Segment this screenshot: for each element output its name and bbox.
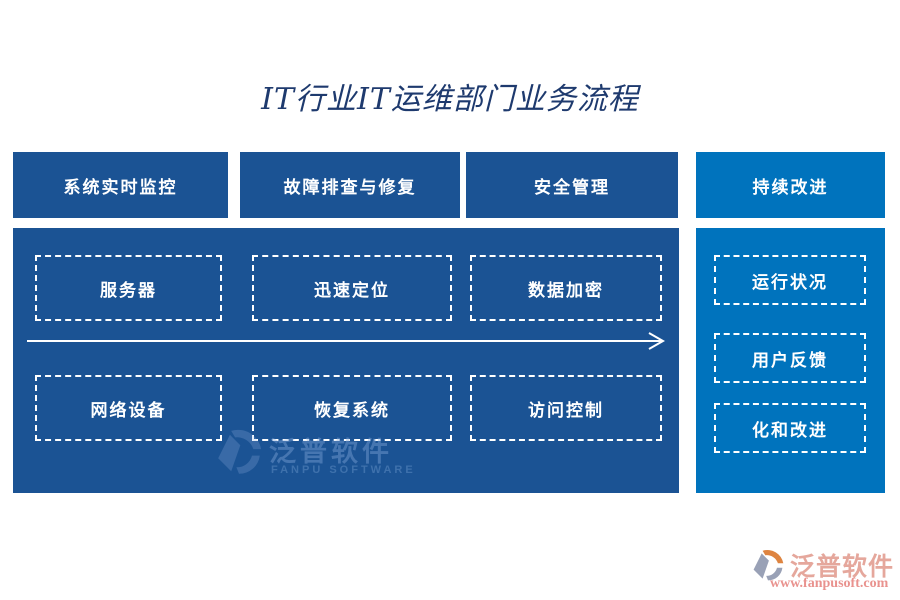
- header-label: 安全管理: [534, 177, 610, 197]
- header-security-management: 安全管理: [466, 152, 678, 218]
- node-access-control: 访问控制: [470, 375, 662, 441]
- node-label: 运行状况: [752, 272, 828, 292]
- vendor-url: www.fanpusoft.com: [770, 576, 889, 591]
- page-title: IT行业IT运维部门业务流程: [261, 82, 639, 117]
- node-user-feedback: 用户反馈: [714, 333, 866, 383]
- vendor-name: 泛普软件: [790, 553, 895, 581]
- node-operating-status: 运行状况: [714, 255, 866, 305]
- header-system-monitoring: 系统实时监控: [13, 152, 228, 218]
- node-data-encryption: 数据加密: [470, 255, 662, 321]
- main-process-panel: 服务器 迅速定位 数据加密 网络设备 恢复系统 访问控制 泛普软件: [13, 228, 679, 493]
- node-label: 迅速定位: [314, 280, 390, 300]
- header-continuous-improvement: 持续改进: [696, 152, 885, 218]
- watermark-name-en: FANPU SOFTWARE: [271, 464, 416, 476]
- node-label: 化和改进: [752, 420, 828, 440]
- flow-arrow-icon: [27, 332, 666, 350]
- node-label: 用户反馈: [752, 350, 828, 370]
- node-server: 服务器: [35, 255, 222, 321]
- node-network-equipment: 网络设备: [35, 375, 222, 441]
- node-rapid-locating: 迅速定位: [252, 255, 452, 321]
- header-label: 故障排查与修复: [283, 177, 417, 197]
- node-label: 恢复系统: [314, 400, 390, 420]
- fanpu-logo-icon: [753, 549, 784, 581]
- node-label: 服务器: [100, 280, 157, 300]
- node-label: 网络设备: [90, 400, 167, 420]
- header-label: 系统实时监控: [63, 177, 178, 197]
- node-label: 访问控制: [528, 400, 604, 420]
- improvement-panel: 运行状况 用户反馈 化和改进: [696, 228, 885, 493]
- vendor-logo: 泛普软件 www.fanpusoft.com: [750, 547, 895, 595]
- node-system-recovery: 恢复系统: [252, 375, 452, 441]
- header-label: 持续改进: [752, 177, 829, 197]
- node-label: 数据加密: [528, 280, 604, 300]
- node-optimize-improve: 化和改进: [714, 403, 866, 453]
- header-fault-troubleshooting: 故障排查与修复: [240, 152, 460, 218]
